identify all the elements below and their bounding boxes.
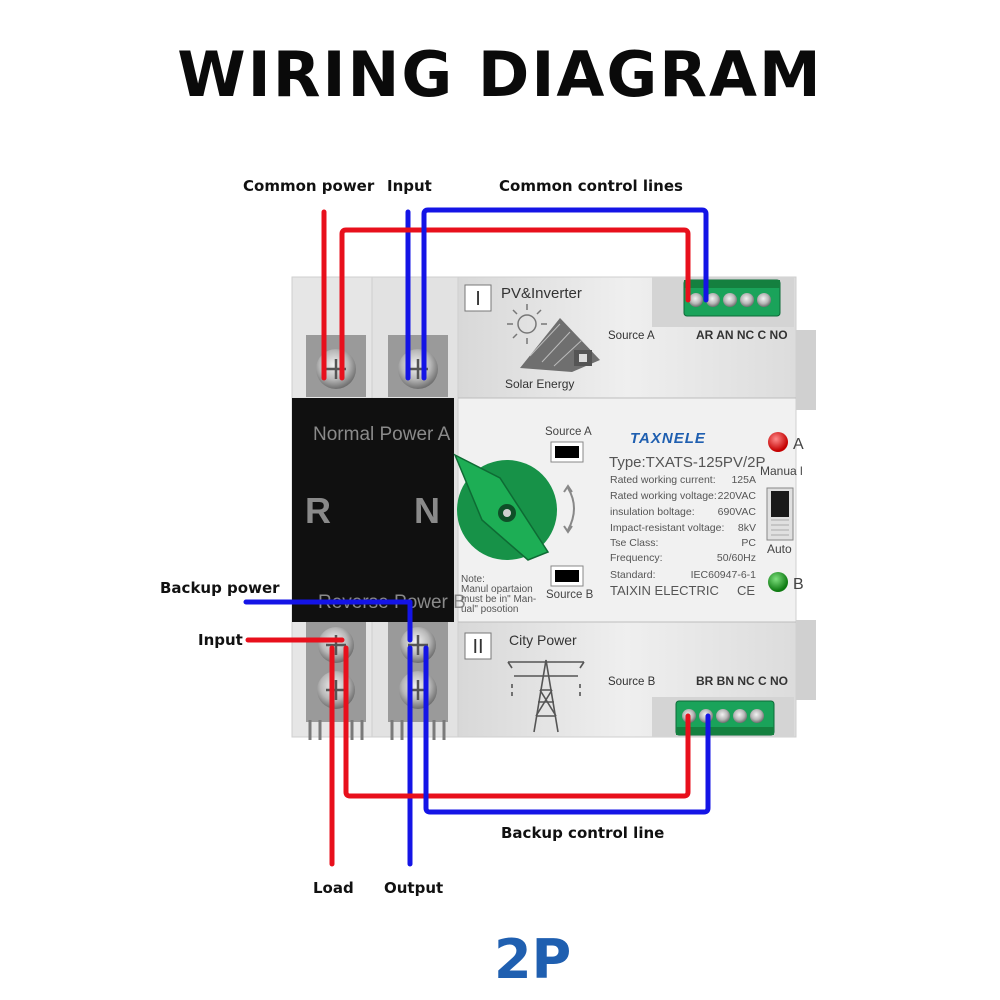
source-b-label: Source B [608, 676, 656, 688]
svg-text:insulation boltage:: insulation boltage: [610, 506, 695, 518]
red-wire-control-ar [339, 227, 691, 381]
manual-text: Manua l [760, 464, 803, 478]
top-control-terminal [683, 279, 781, 317]
ce-mark: CE [737, 583, 755, 598]
normal-power-text: Normal Power A [313, 424, 451, 445]
svg-text:50/60Hz: 50/60Hz [717, 552, 756, 564]
red-wire-control-br [343, 645, 691, 799]
section-two-name: City Power [509, 632, 577, 648]
spec-keys: Rated working current: Rated working vol… [610, 474, 724, 581]
svg-text:Standard:: Standard: [610, 569, 656, 581]
maker-text: TAIXIN ELECTRIC [610, 583, 719, 598]
terminals-top-text: AR AN NC C NO [696, 328, 788, 342]
mode-switch[interactable] [766, 487, 794, 541]
wires [243, 207, 711, 867]
brand-logo: TAXNELE [630, 430, 706, 447]
blue-wire-control-bn [423, 645, 711, 815]
label-backup-control-line: Backup control line [501, 824, 665, 842]
indicator-b-text: B [793, 576, 804, 593]
label-load: Load [313, 879, 354, 897]
selector-area: Source A Source B [545, 426, 594, 601]
r-text: R [305, 490, 331, 531]
label-backup-power: Backup power [160, 579, 280, 597]
poles-label: 2P [494, 928, 572, 991]
n-text: N [414, 490, 440, 531]
svg-text:690VAC: 690VAC [718, 506, 757, 518]
spec-plate: TAXNELE Type:TXATS-125PV/2P Rated workin… [609, 430, 765, 598]
section-two-numeral: II [472, 636, 483, 658]
blue-wire-control-an [421, 207, 709, 381]
svg-text:8kV: 8kV [738, 522, 756, 534]
auto-text: Auto [767, 542, 792, 556]
svg-text:Manul opartaion: Manul opartaion [461, 584, 533, 595]
switch-source-a-text: Source A [545, 426, 592, 438]
svg-text:Impact-resistant voltage:: Impact-resistant voltage: [610, 522, 724, 534]
note-text: Note: Manul opartaion must be in" Man- u… [461, 574, 536, 615]
label-common-power: Common power [243, 177, 375, 195]
section-one-numeral: I [475, 288, 481, 310]
label-common-control-lines: Common control lines [499, 177, 683, 195]
svg-text:Tse Class:: Tse Class: [610, 537, 658, 549]
svg-text:Rated working voltage:: Rated working voltage: [610, 490, 717, 502]
label-input-bottom: Input [198, 631, 243, 649]
svg-text:125A: 125A [731, 474, 756, 486]
power-tower-icon [507, 659, 585, 733]
svg-text:Note:: Note: [461, 574, 485, 585]
solar-panel-icon [507, 304, 600, 372]
rotary-handle[interactable] [453, 453, 557, 561]
power-panel: Normal Power A R N Reverse Power B [292, 398, 466, 622]
svg-text:220VAC: 220VAC [718, 490, 757, 502]
svg-text:ual" posotion: ual" posotion [461, 604, 518, 615]
solar-energy-text: Solar Energy [505, 377, 574, 391]
svg-text:Rated working current:: Rated working current: [610, 474, 716, 486]
led-a-icon [768, 432, 788, 452]
pv-inverter-section: I PV&Inverter Solar Energy Source A AR A… [464, 284, 788, 391]
label-output: Output [384, 879, 444, 897]
svg-text:IEC60947-6-1: IEC60947-6-1 [691, 569, 757, 581]
source-a-label: Source A [608, 330, 655, 342]
spec-values: 125A 220VAC 690VAC 8kV PC 50/60Hz IEC609… [691, 474, 757, 581]
page-title: WIRING DIAGRAM [177, 38, 823, 111]
svg-text:Frequency:: Frequency: [610, 552, 663, 564]
city-power-section: II City Power Source B BR BN NC C NO [464, 632, 788, 733]
svg-text:must be in" Man-: must be in" Man- [461, 594, 536, 605]
led-b-icon [768, 572, 788, 592]
bottom-control-terminal [675, 700, 775, 736]
section-one-name: PV&Inverter [501, 285, 582, 302]
switch-source-b-text: Source B [546, 589, 594, 601]
blue-wire-backup-power [243, 599, 413, 643]
svg-text:PC: PC [741, 537, 756, 549]
indicator-panel: A Manua l Auto B [760, 432, 804, 593]
label-input-top: Input [387, 177, 432, 195]
indicator-a-text: A [793, 436, 804, 453]
type-text: Type:TXATS-125PV/2P [609, 454, 765, 471]
terminals-bottom-text: BR BN NC C NO [696, 674, 788, 688]
